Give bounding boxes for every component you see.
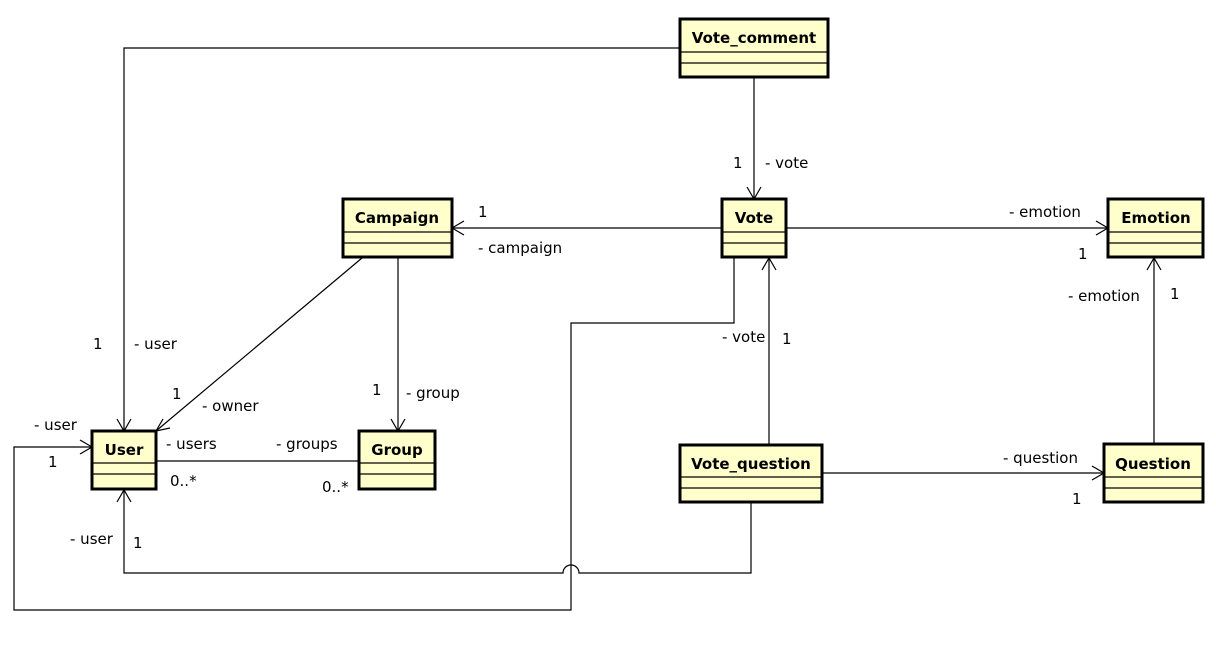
class-vote-comment[interactable]: Vote_comment [678,17,830,79]
user-group-users-multiplicity: 0..* [170,472,197,490]
class-campaign[interactable]: Campaign [341,197,454,259]
vq-question-role: - question [1003,449,1078,467]
class-vote-question-name: Vote_question [691,455,811,473]
assoc-votecomment-user-line [123,47,680,431]
user-group-groups-role: - groups [276,435,338,453]
vq-vote-role: - vote [722,328,765,346]
campaign-group-multiplicity: 1 [372,381,382,399]
assoc-vote-user-line [13,258,735,611]
campaign-owner-role: - owner [202,397,259,415]
vote-emotion-multiplicity: 1 [1078,245,1088,263]
vc-user-role: - user [134,335,178,353]
vote-emotion-role: - emotion [1009,203,1081,221]
vote-user-role: - user [34,416,78,434]
class-group[interactable]: Group [357,429,437,491]
class-emotion[interactable]: Emotion [1106,197,1205,259]
vq-question-multiplicity: 1 [1072,490,1082,508]
class-user-name: User [105,441,144,459]
class-user[interactable]: User [90,429,158,491]
assoc-votequestion-user-line [123,490,752,574]
campaign-group-role: - group [406,384,460,402]
class-question-name: Question [1115,455,1191,473]
class-vote[interactable]: Vote [720,197,788,259]
class-campaign-name: Campaign [355,209,439,227]
vote-campaign-role: - campaign [478,239,562,257]
vq-vote-multiplicity: 1 [782,330,792,348]
vote-user-multiplicity: 1 [48,453,58,471]
campaign-owner-multiplicity: 1 [172,385,182,403]
class-vote-question[interactable]: Vote_question [678,443,824,504]
vote-campaign-multiplicity: 1 [478,203,488,221]
question-emotion-multiplicity: 1 [1170,285,1180,303]
vq-user-role: - user [70,530,114,548]
user-group-users-role: - users [166,435,217,453]
class-emotion-name: Emotion [1121,209,1190,227]
question-emotion-role: - emotion [1068,287,1140,305]
class-vote-name: Vote [735,209,773,227]
user-group-groups-multiplicity: 0..* [322,478,349,496]
assoc-campaign-owner-line [155,257,363,432]
class-question[interactable]: Question [1102,442,1205,504]
vc-vote-multiplicity: 1 [733,154,743,172]
class-group-name: Group [371,441,423,459]
vc-user-multiplicity: 1 [93,335,103,353]
class-vote-comment-name: Vote_comment [692,29,816,47]
vq-user-multiplicity: 1 [133,534,143,552]
vc-vote-role: - vote [765,154,808,172]
